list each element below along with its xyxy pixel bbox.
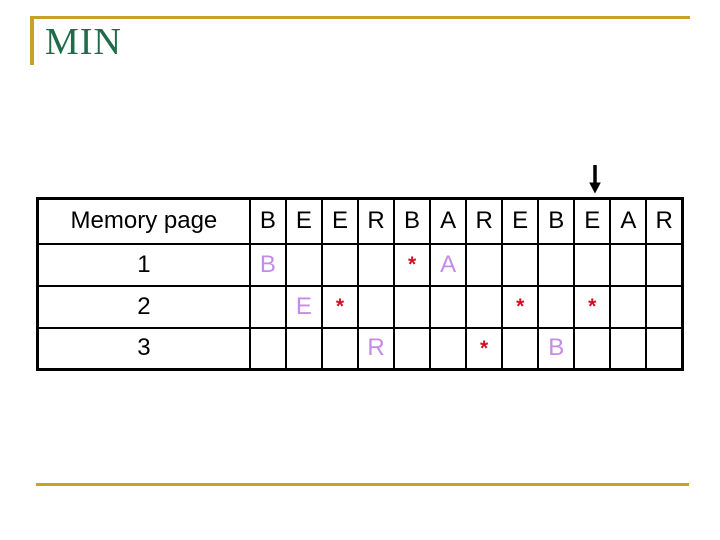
empty-cell bbox=[465, 242, 504, 287]
memory-page-row: 3 R * B bbox=[36, 326, 684, 371]
page-letter-cell: E bbox=[284, 284, 323, 329]
empty-cell bbox=[501, 326, 540, 371]
empty-cell bbox=[429, 326, 468, 371]
empty-cell bbox=[356, 284, 396, 329]
empty-cell bbox=[356, 242, 396, 287]
hit-marker-cell: * bbox=[320, 284, 359, 329]
page-letter-cell: B bbox=[248, 242, 287, 287]
empty-cell bbox=[320, 242, 359, 287]
empty-cell bbox=[645, 242, 684, 287]
empty-cell bbox=[501, 242, 540, 287]
empty-cell bbox=[609, 326, 648, 371]
empty-cell bbox=[573, 242, 612, 287]
hit-marker-cell: * bbox=[465, 326, 504, 371]
empty-cell bbox=[429, 284, 468, 329]
page-letter-cell: B bbox=[537, 326, 576, 371]
page-number-cell: 1 bbox=[36, 242, 251, 287]
reference-letter-cell: E bbox=[284, 197, 323, 245]
reference-letter-cell: B bbox=[537, 197, 576, 245]
page-number-cell: 2 bbox=[36, 284, 251, 329]
empty-cell bbox=[573, 326, 612, 371]
reference-letter-cell: E bbox=[320, 197, 359, 245]
hit-marker-cell: * bbox=[501, 284, 540, 329]
memory-page-header: Memory page bbox=[36, 197, 251, 245]
reference-letter-cell: E bbox=[501, 197, 540, 245]
hit-marker-cell: * bbox=[573, 284, 612, 329]
reference-letter-cell: R bbox=[645, 197, 684, 245]
reference-letter-cell: A bbox=[609, 197, 648, 245]
hit-marker-cell: * bbox=[393, 242, 432, 287]
bottom-gold-rule bbox=[36, 483, 689, 486]
page-letter-cell: A bbox=[429, 242, 468, 287]
reference-letter-cell: R bbox=[356, 197, 396, 245]
reference-letter-cell: B bbox=[393, 197, 432, 245]
reference-letter-cell: B bbox=[248, 197, 287, 245]
empty-cell bbox=[248, 326, 287, 371]
reference-letter-cell: E bbox=[573, 197, 612, 245]
top-gold-rule bbox=[31, 16, 690, 19]
slide-title: MIN bbox=[45, 21, 122, 63]
page-number-cell: 3 bbox=[36, 326, 251, 371]
empty-cell bbox=[393, 326, 432, 371]
empty-cell bbox=[609, 284, 648, 329]
left-gold-bar bbox=[30, 16, 34, 65]
empty-cell bbox=[465, 284, 504, 329]
empty-cell bbox=[284, 326, 323, 371]
empty-cell bbox=[393, 284, 432, 329]
down-arrow-icon bbox=[589, 165, 601, 194]
empty-cell bbox=[284, 242, 323, 287]
reference-letter-cell: R bbox=[465, 197, 504, 245]
empty-cell bbox=[537, 242, 576, 287]
empty-cell bbox=[248, 284, 287, 329]
empty-cell bbox=[645, 284, 684, 329]
empty-cell bbox=[645, 326, 684, 371]
page-letter-cell: R bbox=[356, 326, 396, 371]
empty-cell bbox=[609, 242, 648, 287]
empty-cell bbox=[537, 284, 576, 329]
empty-cell bbox=[320, 326, 359, 371]
reference-letter-cell: A bbox=[429, 197, 468, 245]
